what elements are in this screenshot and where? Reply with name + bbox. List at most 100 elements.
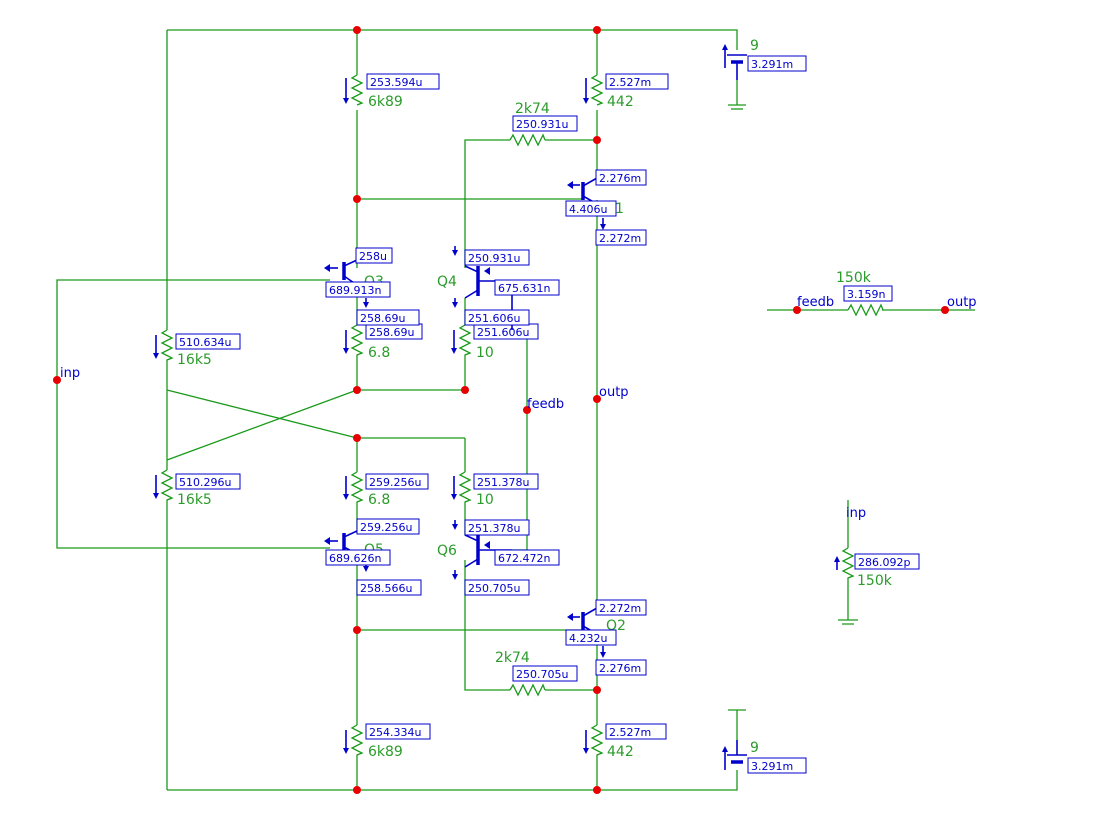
resistor-r-emit-q5: 6.8 259.256u (343, 471, 429, 508)
resistor-value: 10 (476, 492, 494, 508)
svg-text:2.527m: 2.527m (609, 76, 651, 89)
resistor-r-bias-upper: 16k5 510.634u (153, 329, 241, 368)
transistor-label: Q6 (437, 543, 457, 559)
svg-text:251.606u: 251.606u (468, 312, 520, 325)
resistor-value: 2k74 (515, 101, 550, 117)
resistor-r-fb-top: 2k74 250.931u (509, 101, 578, 147)
collector-current-probe: 259.256u (356, 518, 420, 535)
emitter-current-probe: 250.705u (464, 579, 530, 596)
net-label-outp-test: outp (947, 295, 977, 310)
net-labels: inp outp feedb feedb outp inp (60, 295, 977, 521)
resistor-r-bias-lower: 16k5 510.296u (153, 469, 241, 508)
resistor-r-emit-q3: 6.8 258.69u (343, 323, 423, 362)
resistor-r-emit-q4: 10 251.606u (451, 323, 539, 362)
svg-text:3.291m: 3.291m (751, 760, 793, 773)
voltage-source-top: 9 3.291m (722, 38, 807, 110)
svg-text:254.334u: 254.334u (369, 726, 421, 739)
current-probe: 259.256u (365, 473, 429, 490)
resistor-value: 16k5 (177, 352, 212, 368)
svg-text:259.256u: 259.256u (360, 521, 412, 534)
svg-text:250.705u: 250.705u (516, 668, 568, 681)
resistor-r-bot-left: 6k89 254.334u (343, 723, 431, 760)
transistor-label: Q4 (437, 274, 457, 290)
net-label-inp: inp (60, 366, 80, 381)
resistor-value: 150k (836, 270, 872, 286)
base-current-probe: 4.406u (565, 200, 617, 217)
resistor-r-top-left: 6k89 253.594u (343, 73, 440, 110)
svg-text:258.566u: 258.566u (360, 582, 412, 595)
current-probe: 250.705u (512, 665, 578, 682)
transistor-q5: Q5 259.256u 689.626n 258.566u (324, 518, 422, 596)
svg-text:689.913n: 689.913n (329, 284, 381, 297)
resistor-value: 10 (476, 345, 494, 361)
resistor-r-emit-q6: 10 251.378u (451, 471, 539, 508)
svg-text:250.705u: 250.705u (468, 582, 520, 595)
collector-current-probe: 2.276m (595, 169, 647, 186)
emitter-current-probe: 251.606u (464, 309, 530, 326)
supply-voltage: 9 (750, 740, 759, 756)
svg-text:251.378u: 251.378u (477, 476, 529, 489)
resistor-value: 6k89 (368, 94, 403, 110)
emitter-current-probe: 2.272m (595, 229, 647, 246)
transistor-q6: Q6 251.378u 672.472n 250.705u (437, 519, 560, 596)
supply-voltage: 9 (750, 38, 759, 54)
current-probe: 258.69u (365, 323, 423, 340)
base-current-probe: 689.913n (325, 281, 391, 298)
svg-text:689.626n: 689.626n (329, 552, 381, 565)
current-probe: 251.606u (473, 323, 539, 340)
net-label-feedb-test: feedb (797, 295, 834, 310)
voltage-source-bottom: 9 3.291m (722, 709, 807, 774)
current-probe: 2.527m (605, 723, 667, 740)
base-current-probe: 675.631n (494, 279, 560, 296)
transistor-q4: Q4 250.931u 675.631n 251.606u (437, 246, 560, 330)
base-current-probe: 689.626n (325, 549, 391, 566)
svg-text:251.378u: 251.378u (468, 522, 520, 535)
emitter-current-probe: 258.566u (356, 579, 422, 596)
wires (56, 29, 975, 791)
current-probe: 2.527m (605, 73, 669, 90)
current-probe: 253.594u (366, 73, 440, 90)
collector-current-probe: 251.378u (464, 519, 530, 536)
svg-text:4.406u: 4.406u (569, 203, 607, 216)
net-label-feedb: feedb (527, 397, 564, 412)
resistor-value: 16k5 (177, 492, 212, 508)
svg-text:2.272m: 2.272m (599, 602, 641, 615)
current-probe: 286.092p (854, 553, 920, 570)
transistor-q3: Q3 258u 689.913n 258.69u (324, 247, 420, 326)
current-probe: 251.378u (473, 473, 539, 490)
current-probe: 510.296u (175, 473, 241, 490)
resistor-value: 6.8 (368, 345, 390, 361)
svg-text:510.634u: 510.634u (179, 336, 231, 349)
resistor-r-input: 150k 286.092p (834, 547, 920, 625)
supply-current-probe: 3.291m (747, 757, 807, 774)
resistor-value: 442 (607, 94, 634, 110)
transistor-label: 1 (615, 201, 624, 217)
transistor-q1: 1 2.276m 4.406u 2.272m (565, 169, 647, 246)
resistor-value: 6k89 (368, 744, 403, 760)
emitter-current-probe: 258.69u (356, 309, 420, 326)
base-current-probe: 4.232u (565, 629, 617, 646)
svg-text:258u: 258u (359, 250, 387, 263)
resistor-value: 442 (607, 744, 634, 760)
svg-text:2.527m: 2.527m (609, 726, 651, 739)
collector-current-probe: 258u (355, 247, 393, 264)
collector-current-probe: 2.272m (595, 599, 647, 616)
resistor-r-fb-bot: 2k74 250.705u (495, 650, 578, 697)
svg-text:259.256u: 259.256u (369, 476, 421, 489)
resistor-r-top-right: 442 2.527m (583, 73, 669, 110)
svg-text:258.69u: 258.69u (369, 326, 414, 339)
supply-current-probe: 3.291m (747, 55, 807, 72)
resistor-value: 150k (857, 573, 893, 589)
svg-text:510.296u: 510.296u (179, 476, 231, 489)
svg-text:250.931u: 250.931u (516, 118, 568, 131)
svg-text:2.276m: 2.276m (599, 662, 641, 675)
resistor-r-feedback: 150k 3.159n (836, 270, 893, 317)
junction-nodes (53, 26, 949, 794)
current-probe: 254.334u (365, 723, 431, 740)
current-probe: 250.931u (512, 115, 578, 132)
svg-text:251.606u: 251.606u (477, 326, 529, 339)
svg-text:4.232u: 4.232u (569, 632, 607, 645)
emitter-current-probe: 2.276m (595, 659, 647, 676)
current-probe: 3.159n (843, 285, 893, 302)
